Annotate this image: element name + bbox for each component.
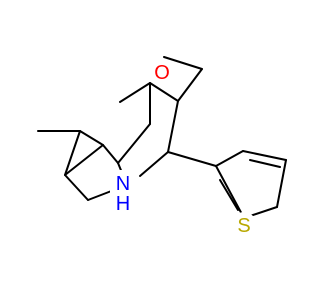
benzene-ring	[64, 130, 128, 201]
bond	[102, 144, 119, 164]
bond	[242, 150, 287, 161]
bond	[117, 123, 151, 164]
bond	[215, 150, 244, 167]
thiophene-ring	[215, 150, 287, 219]
atom-label-oxygen: O	[150, 60, 174, 84]
bond	[149, 82, 179, 102]
bond	[163, 56, 203, 70]
bond	[219, 179, 239, 211]
bond	[79, 130, 104, 146]
bond	[177, 68, 203, 102]
bond	[167, 100, 179, 153]
fused-rings	[117, 56, 217, 177]
oxygen-label: O	[154, 62, 170, 84]
bond	[64, 130, 81, 176]
bond	[249, 159, 281, 168]
bond	[64, 144, 104, 176]
bond	[276, 159, 287, 208]
atom-label-nitrogen: N H	[110, 170, 136, 215]
bond	[215, 165, 245, 219]
nitrogen-hydrogen-label: H	[116, 193, 130, 215]
molecule-structure: O N H S	[37, 56, 287, 237]
bond	[139, 151, 169, 177]
sulfur-label: S	[237, 215, 250, 237]
bond	[167, 151, 217, 167]
nitrogen-label: N	[116, 173, 130, 195]
bond	[64, 174, 89, 201]
atom-label-sulfur: S	[232, 212, 256, 237]
bond	[119, 82, 151, 103]
